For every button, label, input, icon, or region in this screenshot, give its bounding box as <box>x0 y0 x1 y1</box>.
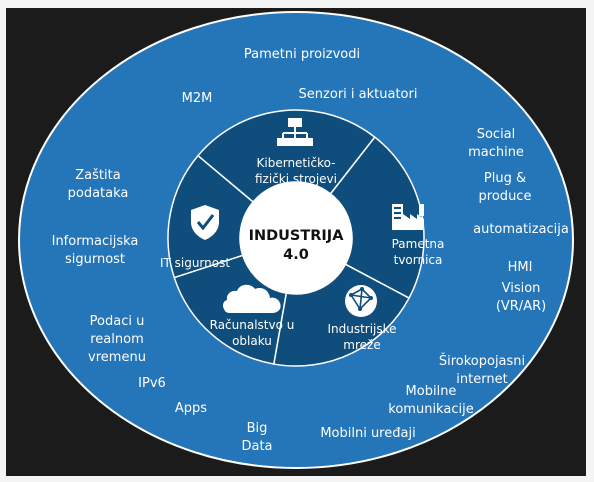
segment-label-industrial-networks: Industrijske <box>327 322 396 336</box>
center-circle <box>240 182 352 294</box>
outer-label-data-protection: Zaštita <box>75 168 120 183</box>
outer-label-hmi: HMI <box>508 260 533 275</box>
outer-label-information-security: sigurnost <box>65 252 125 267</box>
segment-label-smart-factory: Pametna <box>392 237 445 251</box>
outer-label-data-protection: podataka <box>68 186 129 201</box>
outer-label-information-security: Informacijska <box>52 234 139 249</box>
factory-icon <box>392 204 424 230</box>
outer-label-automation: automatizacija <box>473 222 569 237</box>
shield-check-icon <box>191 205 219 240</box>
segment-label-cyber-physical: fizički strojevi <box>255 172 337 186</box>
segment-label-it-security: IT sigurnost <box>160 256 230 270</box>
outer-label-ipv6: IPv6 <box>138 376 166 391</box>
globe-network-icon <box>345 285 377 317</box>
center-subtitle: 4.0 <box>283 247 309 263</box>
outer-label-mobile-devices: Mobilni uređaji <box>320 426 415 441</box>
segment-label-cloud-computing: Računalstvo u <box>210 318 295 332</box>
segment-icons <box>191 118 424 317</box>
outer-label-big-data: Data <box>241 439 272 454</box>
outer-label-mobile-communications: komunikacije <box>388 402 473 417</box>
outer-label-m2m: M2M <box>182 91 213 106</box>
segment-label-cyber-physical: Kibernetičko- <box>257 156 336 170</box>
center-title: INDUSTRIJA <box>249 228 345 244</box>
outer-label-vision: Vision <box>502 281 541 296</box>
outer-label-mobile-communications: Mobilne <box>406 384 457 399</box>
network-hierarchy-icon <box>277 118 313 146</box>
outer-label-plug-produce: Plug & <box>484 171 526 186</box>
outer-label-real-time-data: Podaci u <box>90 314 145 329</box>
outer-label-real-time-data: vremenu <box>88 350 146 365</box>
outer-label-broadband-internet: Širokopojasni <box>439 353 525 369</box>
cloud-icon <box>223 284 281 313</box>
outer-label-sensors-actuators: Senzori i aktuatori <box>299 87 418 102</box>
outer-label-apps: Apps <box>175 401 207 416</box>
segment-label-smart-factory: tvornica <box>394 253 443 267</box>
outer-label-vision: (VR/AR) <box>496 299 546 314</box>
outer-label-plug-produce: produce <box>479 189 532 204</box>
outer-label-big-data: Big <box>247 421 268 436</box>
outer-label-social-machine: machine <box>468 145 524 160</box>
outer-label-broadband-internet: internet <box>456 372 507 387</box>
outer-label-smart-products: Pametni proizvodi <box>244 47 360 62</box>
outer-label-real-time-data: realnom <box>90 332 144 347</box>
segment-label-cloud-computing: oblaku <box>232 334 272 348</box>
segment-label-industrial-networks: mreže <box>343 338 380 352</box>
outer-label-social-machine: Social <box>477 127 516 142</box>
